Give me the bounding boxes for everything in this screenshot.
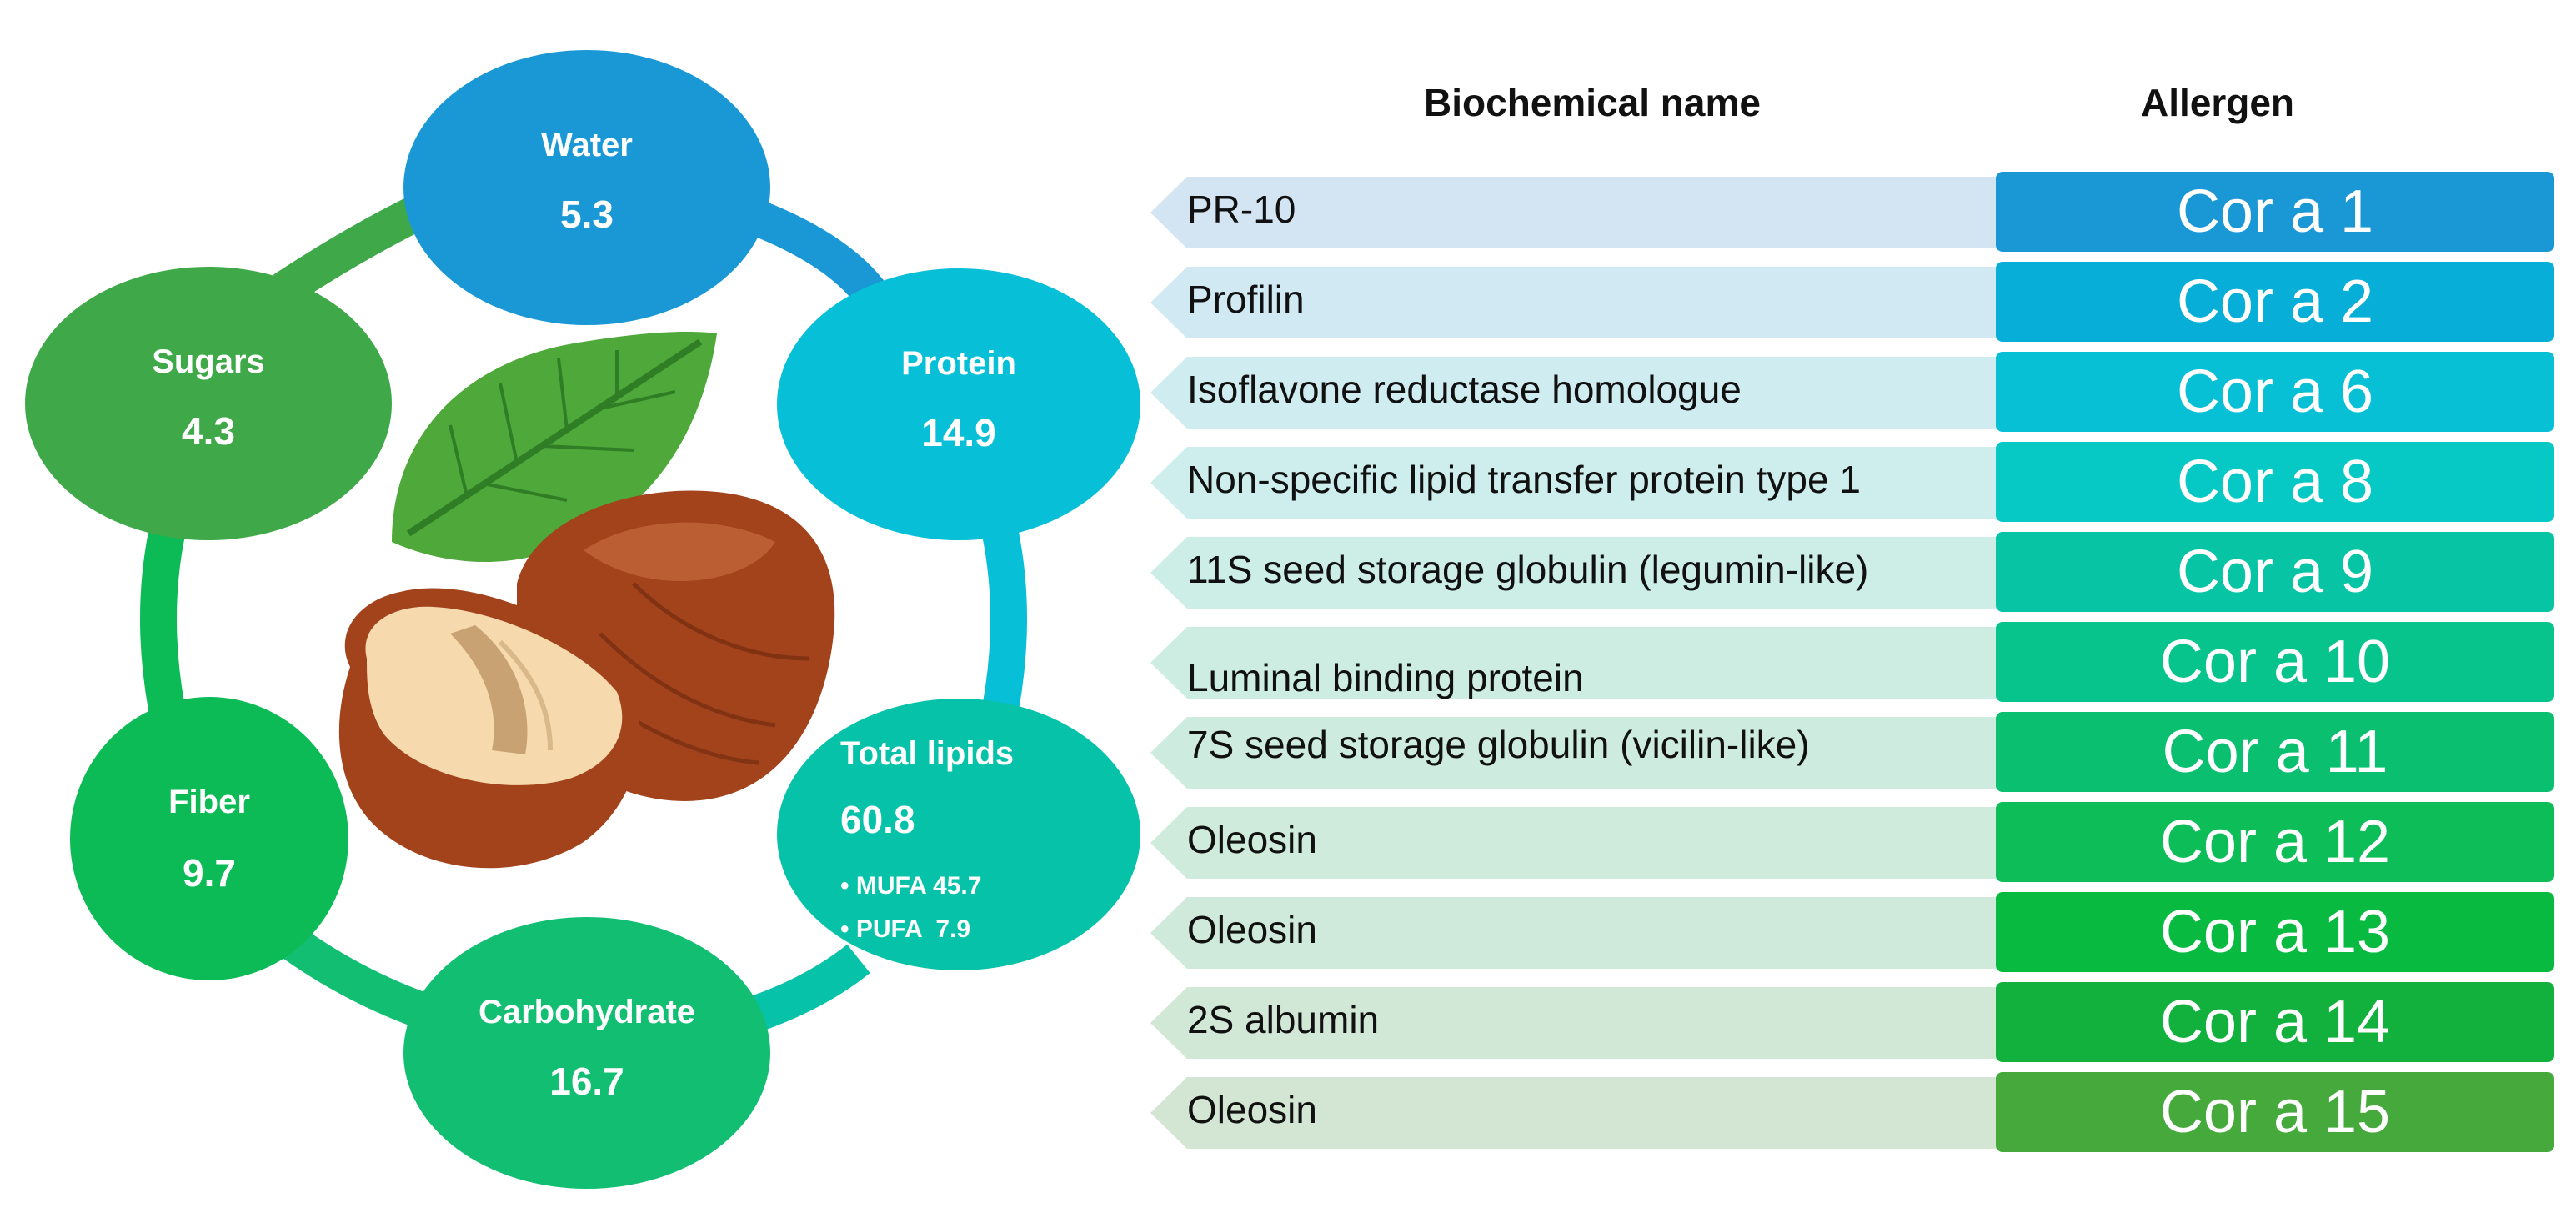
nutrient-sub-mufa: • MUFA 45.7 xyxy=(840,872,982,900)
row-arrow-band xyxy=(1150,717,2009,789)
allergen-badge: Cor a 6 xyxy=(1996,352,2554,432)
leaf-vein xyxy=(406,338,703,537)
nutrient-value: 14.9 xyxy=(921,411,996,454)
nutrient-value: 16.7 xyxy=(549,1060,624,1103)
allergen-badge: Cor a 10 xyxy=(1996,622,2554,702)
nutrient-label: Water xyxy=(541,127,633,163)
header-biochemical-name: Biochemical name xyxy=(1424,81,1761,124)
nutrient-node-water: Water 5.3 xyxy=(403,50,770,325)
biochemical-name: Isoflavone reductase homologue xyxy=(1187,368,1742,411)
row-arrow-band xyxy=(1150,807,2009,879)
row-arrow-band xyxy=(1150,627,2009,699)
allergen-badge: Cor a 15 xyxy=(1996,1072,2554,1152)
biochemical-name: Oleosin xyxy=(1187,908,1317,951)
allergen-badge: Cor a 1 xyxy=(1996,172,2554,252)
row-arrow-band xyxy=(1150,177,2009,248)
nutrient-sub-pufa: • PUFA 7.9 xyxy=(840,915,971,943)
nutrient-node-fiber: Fiber 9.7 xyxy=(70,697,348,980)
biochemical-name: Oleosin xyxy=(1187,818,1317,861)
nutrient-value: 5.3 xyxy=(560,193,614,236)
ring-segment-lipids-carb xyxy=(752,944,870,1030)
biochemical-name: PR-10 xyxy=(1187,188,1296,231)
nutrient-label: Fiber xyxy=(168,784,250,820)
allergen-badge: Cor a 13 xyxy=(1996,892,2554,972)
biochemical-name: 7S seed storage globulin (vicilin-like) xyxy=(1187,723,1810,766)
nutrient-label: Carbohydrate xyxy=(478,994,696,1030)
nutrient-value: 9.7 xyxy=(183,851,236,895)
nutrient-node-total-lipids: Total lipids 60.8 • MUFA 45.7 • PUFA 7.9 xyxy=(777,699,1140,970)
row-arrow-band xyxy=(1150,897,2009,969)
row-arrow-band xyxy=(1150,447,2009,519)
hazelnut-icon xyxy=(338,332,835,869)
biochemical-name: 2S albumin xyxy=(1187,998,1380,1041)
ring-segment-protein-lipids xyxy=(982,529,1027,712)
allergen-badge: Cor a 12 xyxy=(1996,802,2554,882)
header-allergen: Allergen xyxy=(2140,81,2295,124)
allergen-badge: Cor a 14 xyxy=(1996,982,2554,1062)
biochemical-name: Oleosin xyxy=(1187,1088,1317,1131)
nutrient-value: 60.8 xyxy=(840,798,915,841)
nutrient-label: Protein xyxy=(901,345,1016,382)
allergen-badge: Cor a 9 xyxy=(1996,532,2554,612)
biochemical-name: 11S seed storage globulin (legumin-like) xyxy=(1187,548,1869,591)
nutrient-node-carbohydrate: Carbohydrate 16.7 xyxy=(403,917,770,1189)
biochemical-name: Luminal binding protein xyxy=(1187,656,1584,699)
nutrient-value: 4.3 xyxy=(182,409,235,453)
ring-segment-carb-fiber xyxy=(281,927,423,1026)
biochemical-name: Non-specific lipid transfer protein type… xyxy=(1187,458,1861,501)
nutrient-node-sugars: Sugars 4.3 xyxy=(25,267,392,540)
allergen-badge: Cor a 8 xyxy=(1996,442,2554,522)
row-arrow-band xyxy=(1150,357,2009,429)
row-arrow-band xyxy=(1150,537,2009,609)
row-arrow-band xyxy=(1150,267,2009,338)
ring-segment-sugars-water xyxy=(273,196,425,306)
nutrient-node-protein: Protein 14.9 xyxy=(777,268,1140,540)
row-arrow-band xyxy=(1150,987,2009,1059)
nutrient-label: Sugars xyxy=(152,343,265,380)
ring-segment-fiber-sugars xyxy=(140,529,185,712)
allergen-badge: Cor a 2 xyxy=(1996,262,2554,342)
nutrient-ring xyxy=(140,196,1027,1030)
nutrient-label: Total lipids xyxy=(840,735,1015,772)
row-arrow-band xyxy=(1150,1077,2009,1149)
allergen-badge: Cor a 11 xyxy=(1996,712,2554,792)
biochemical-name: Profilin xyxy=(1187,278,1305,321)
